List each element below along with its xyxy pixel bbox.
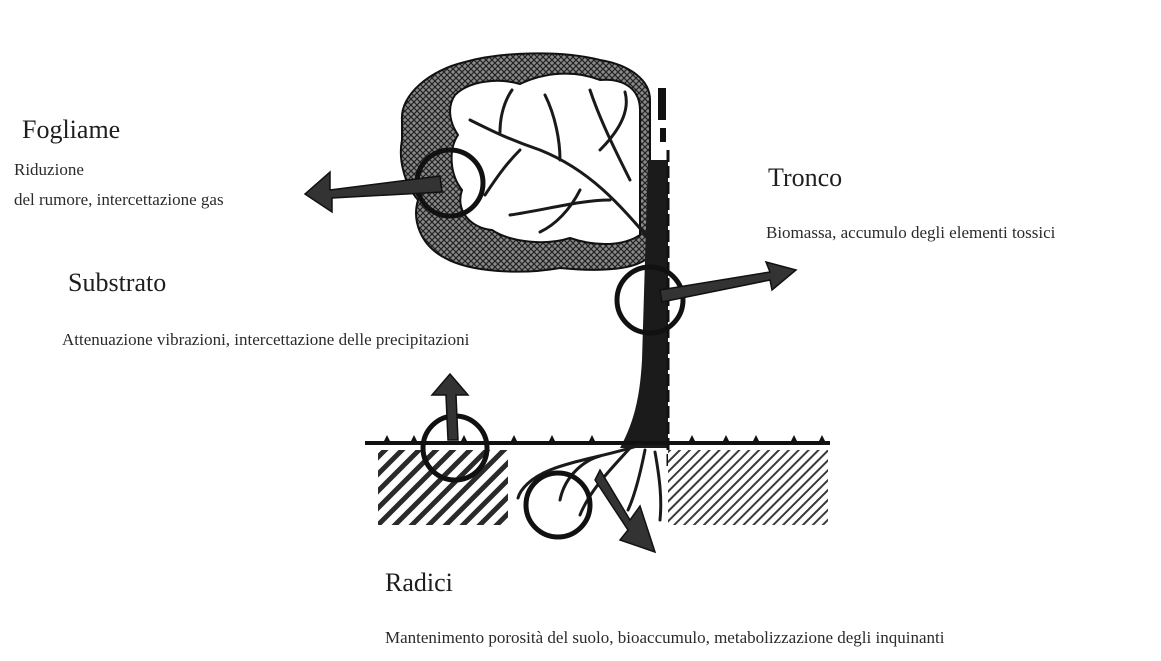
foliage xyxy=(401,53,650,271)
substrato-title: Substrato xyxy=(68,268,166,298)
roots-arrow xyxy=(595,470,655,552)
roots-circle xyxy=(526,473,590,537)
radici-title: Radici xyxy=(385,568,453,598)
radici-desc: Mantenimento porosità del suolo, bioaccu… xyxy=(385,628,944,648)
fogliame-desc-line1: Riduzione xyxy=(14,160,84,180)
fogliame-title: Fogliame xyxy=(22,115,120,145)
tronco-title: Tronco xyxy=(768,163,842,193)
fogliame-desc-line2: del rumore, intercettazione gas xyxy=(14,190,224,210)
substrate-arrow xyxy=(432,374,468,440)
substrato-desc: Attenuazione vibrazioni, intercettazione… xyxy=(62,330,469,350)
ground-line xyxy=(365,435,830,443)
tronco-desc: Biomassa, accumulo degli elementi tossic… xyxy=(766,223,1055,243)
